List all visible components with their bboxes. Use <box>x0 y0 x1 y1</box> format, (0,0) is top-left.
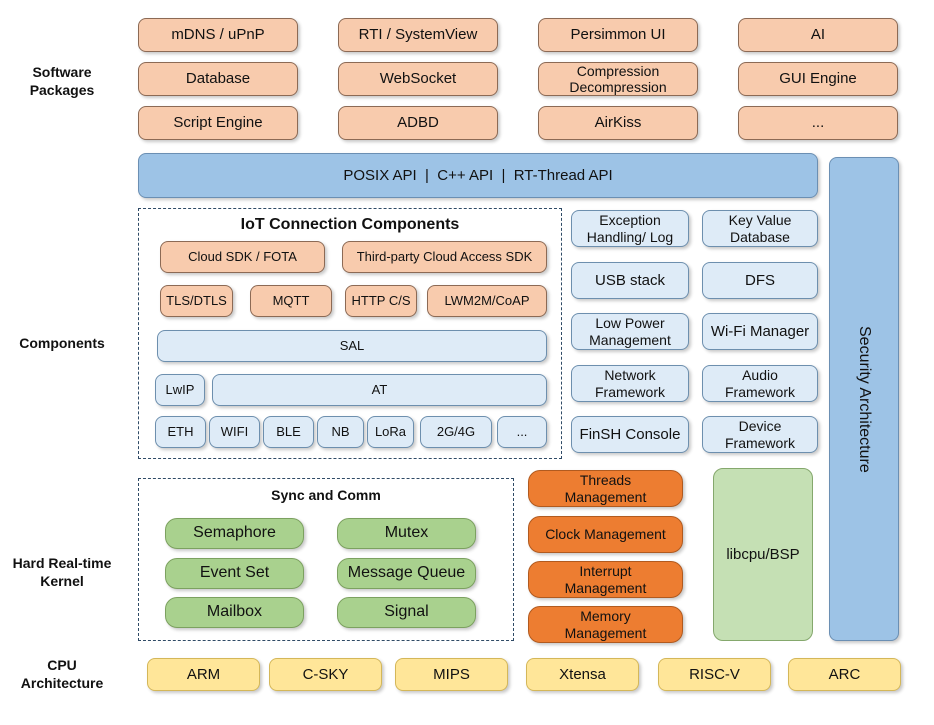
package-ai: AI <box>738 18 898 52</box>
sync-comm-container <box>138 478 514 641</box>
iot-lwm2m-coap: LWM2M/CoAP <box>427 285 547 317</box>
component-finsh-console: FinSH Console <box>571 416 689 453</box>
package-airkiss: AirKiss <box>538 106 698 140</box>
iot-third-party-sdk: Third-party Cloud Access SDK <box>342 241 547 273</box>
iot-lwip: LwIP <box>155 374 205 406</box>
iot-link-nb: NB <box>317 416 364 448</box>
iot-http: HTTP C/S <box>345 285 417 317</box>
label-software-packages: Software Packages <box>29 64 95 98</box>
iot-cloud-sdk: Cloud SDK / FOTA <box>160 241 325 273</box>
api-bar: POSIX API | C++ API | RT-Thread API <box>138 153 818 198</box>
label-cpu-architecture: CPU Architecture <box>20 657 104 691</box>
sync-mailbox: Mailbox <box>165 597 304 628</box>
iot-at: AT <box>212 374 547 406</box>
package-mdns-upnp: mDNS / uPnP <box>138 18 298 52</box>
iot-link-lora: LoRa <box>367 416 414 448</box>
kernel-threads-management: Threads Management <box>528 470 683 507</box>
package-more: ... <box>738 106 898 140</box>
security-architecture-label: Security Architecture <box>856 325 874 473</box>
component-dfs: DFS <box>702 262 818 299</box>
component-wifi-manager: Wi-Fi Manager <box>702 313 818 350</box>
cpu-c-sky: C-SKY <box>269 658 382 691</box>
package-persimmon-ui: Persimmon UI <box>538 18 698 52</box>
kernel-clock-management: Clock Management <box>528 516 683 553</box>
iot-sal: SAL <box>157 330 547 362</box>
iot-title: IoT Connection Components <box>240 216 460 233</box>
cpu-mips: MIPS <box>395 658 508 691</box>
label-components: Components <box>19 335 105 351</box>
cpu-arc: ARC <box>788 658 901 691</box>
component-key-value-db: Key Value Database <box>702 210 818 247</box>
iot-connection-container <box>138 208 562 459</box>
component-network-framework: Network Framework <box>571 365 689 402</box>
package-database: Database <box>138 62 298 96</box>
libcpu-bsp: libcpu/BSP <box>713 468 813 641</box>
cpu-arm: ARM <box>147 658 260 691</box>
sync-mutex: Mutex <box>337 518 476 549</box>
sync-semaphore: Semaphore <box>165 518 304 549</box>
kernel-interrupt-management: Interrupt Management <box>528 561 683 598</box>
component-exception-handling: Exception Handling/ Log <box>571 210 689 247</box>
iot-link-wifi: WIFI <box>209 416 260 448</box>
iot-tls-dtls: TLS/DTLS <box>160 285 233 317</box>
package-rti-systemview: RTI / SystemView <box>338 18 498 52</box>
label-kernel: Hard Real-time Kernel <box>12 555 112 589</box>
package-gui-engine: GUI Engine <box>738 62 898 96</box>
iot-link-ble: BLE <box>263 416 314 448</box>
package-script-engine: Script Engine <box>138 106 298 140</box>
package-compression: Compression Decompression <box>538 62 698 96</box>
cpu-xtensa: Xtensa <box>526 658 639 691</box>
sync-signal: Signal <box>337 597 476 628</box>
package-websocket: WebSocket <box>338 62 498 96</box>
sync-comm-title: Sync and Comm <box>271 487 381 503</box>
component-low-power: Low Power Management <box>571 313 689 350</box>
component-device-framework: Device Framework <box>702 416 818 453</box>
iot-mqtt: MQTT <box>250 285 332 317</box>
component-usb-stack: USB stack <box>571 262 689 299</box>
iot-link-2g4g: 2G/4G <box>420 416 492 448</box>
sync-event-set: Event Set <box>165 558 304 589</box>
iot-link-eth: ETH <box>155 416 206 448</box>
component-audio-framework: Audio Framework <box>702 365 818 402</box>
security-architecture: Security Architecture <box>829 157 899 641</box>
sync-message-queue: Message Queue <box>337 558 476 589</box>
iot-link-more: ... <box>497 416 547 448</box>
package-adbd: ADBD <box>338 106 498 140</box>
cpu-risc-v: RISC-V <box>658 658 771 691</box>
kernel-memory-management: Memory Management <box>528 606 683 643</box>
